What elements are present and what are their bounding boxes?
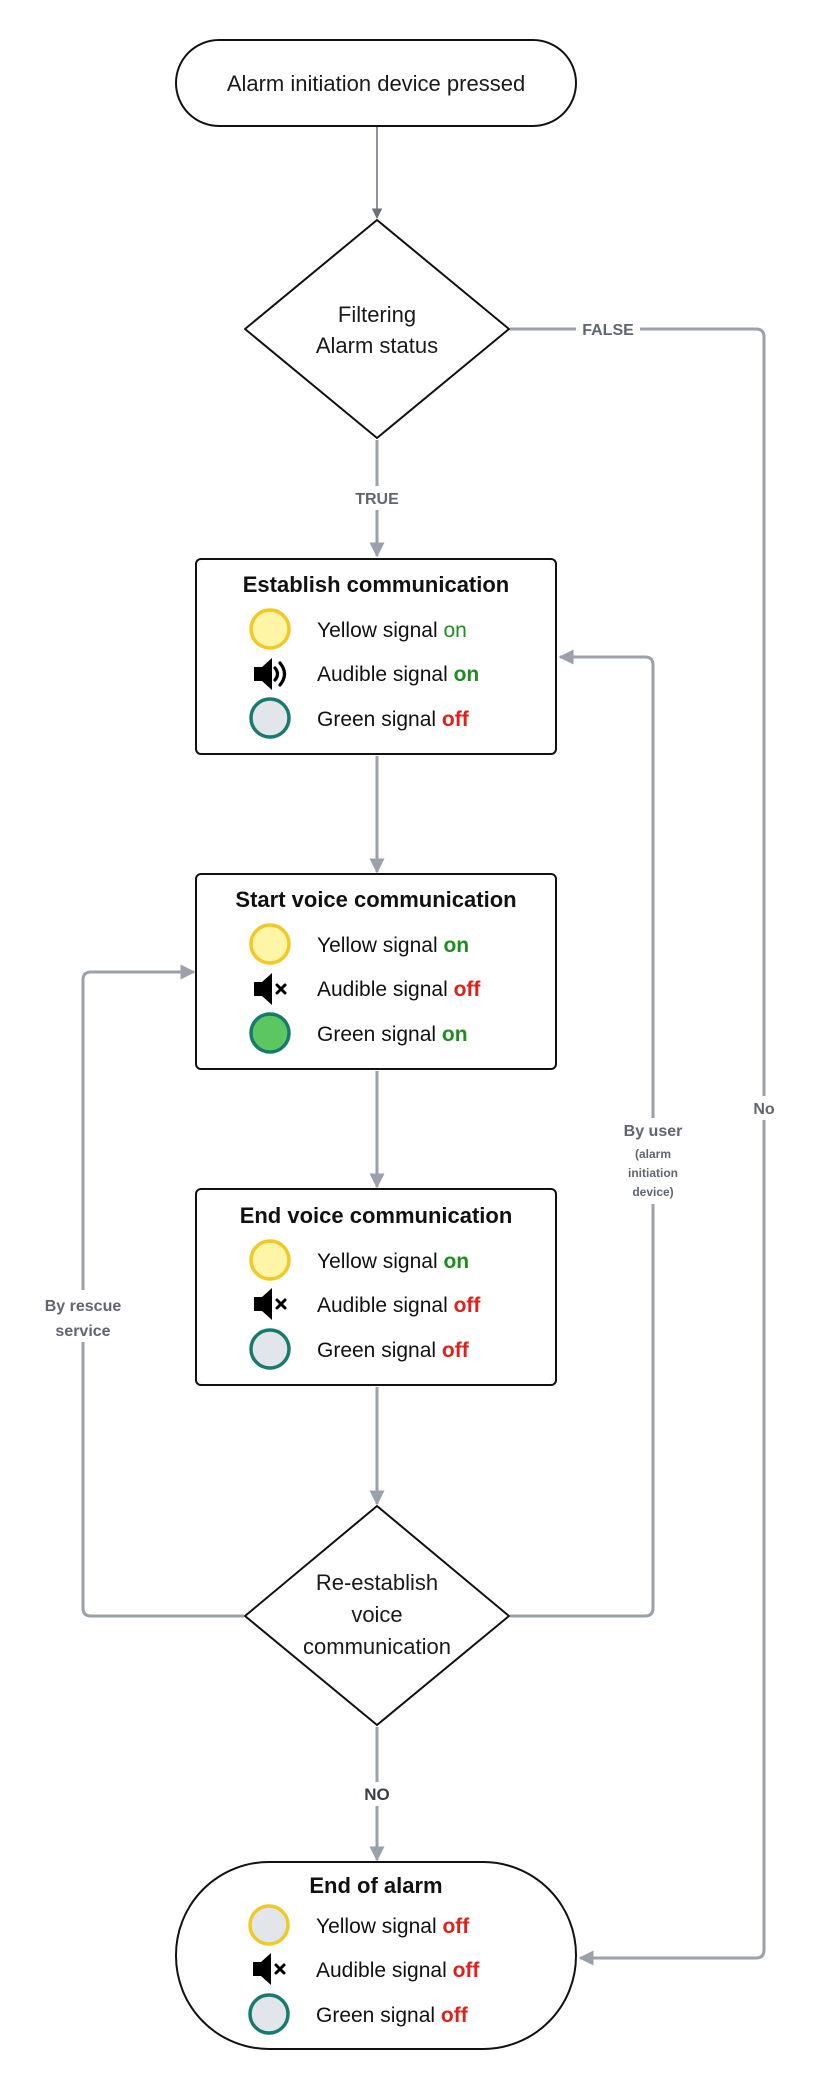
yellow-signal-state: off — [442, 1915, 470, 1938]
green-signal-state: off — [442, 708, 470, 731]
yellow-light-off-icon — [248, 1904, 290, 1946]
reestablish-label-line1: Re-establish — [316, 1570, 438, 1595]
yellow-signal-state: on — [443, 1250, 469, 1273]
green-signal-label: Green signal — [317, 1339, 436, 1362]
by-rescue-label: By rescue — [45, 1298, 122, 1315]
svg-text:Audible signal on: Audible signal on — [317, 663, 479, 686]
false-label: FALSE — [582, 322, 634, 339]
svg-text:Green signal off: Green signal off — [317, 1339, 470, 1362]
yellow-light-icon — [249, 923, 291, 965]
filter-decision-node: Filtering Alarm status — [244, 219, 510, 439]
start-node-label: Alarm initiation device pressed — [227, 71, 525, 96]
reestablish-label-line2: voice — [351, 1602, 402, 1627]
yellow-light-icon — [249, 1239, 291, 1281]
green-light-off-icon — [249, 697, 291, 739]
green-signal-state: on — [442, 1023, 468, 1046]
filter-label-line2: Alarm status — [316, 333, 438, 358]
start-voice-communication-node: Start voice communication Yellow signal … — [195, 873, 557, 1070]
speaker-muted-icon — [254, 1288, 287, 1320]
speaker-muted-icon — [254, 973, 287, 1005]
svg-text:Audible signal off: Audible signal off — [316, 1959, 480, 1982]
yellow-signal-label: Yellow signal — [317, 619, 438, 642]
end-voice-communication-node: End voice communication Yellow signal on… — [195, 1188, 557, 1386]
by-user-sublabel-2: initiation — [628, 1166, 678, 1180]
yellow-signal-label: Yellow signal — [316, 1915, 437, 1938]
audible-signal-state: on — [454, 663, 480, 686]
svg-text:Green signal off: Green signal off — [317, 708, 470, 731]
edge-filter-false — [510, 327, 766, 1966]
audible-signal-label: Audible signal — [317, 978, 448, 1001]
green-light-off-icon — [248, 1993, 290, 2035]
svg-text:Yellow signal off: Yellow signal off — [316, 1915, 470, 1938]
yellow-signal-label: Yellow signal — [317, 1250, 438, 1273]
establish-title: Establish communication — [243, 572, 510, 597]
no-side-label: No — [753, 1101, 775, 1118]
end-of-alarm-node: End of alarm Yellow signal off Audible s… — [175, 1861, 577, 2050]
audible-signal-state: off — [453, 1959, 481, 1982]
filter-label-line1: Filtering — [338, 302, 416, 327]
svg-text:Yellow signal on: Yellow signal on — [317, 934, 469, 957]
svg-text:Audible signal off: Audible signal off — [317, 1294, 481, 1317]
by-user-sublabel-3: device) — [632, 1185, 673, 1199]
audible-signal-label: Audible signal — [316, 1959, 447, 1982]
yellow-signal-state: on — [443, 934, 469, 957]
yellow-signal-state: on — [443, 619, 466, 642]
by-user-label: By user — [624, 1123, 683, 1140]
yellow-signal-label: Yellow signal — [317, 934, 438, 957]
audible-signal-label: Audible signal — [317, 1294, 448, 1317]
green-signal-label: Green signal — [317, 708, 436, 731]
svg-text:Yellow signal on: Yellow signal on — [317, 619, 467, 642]
audible-signal-state: off — [454, 1294, 482, 1317]
end-voice-title: End voice communication — [240, 1203, 513, 1228]
svg-text:Audible signal off: Audible signal off — [317, 978, 481, 1001]
yellow-light-icon — [249, 608, 291, 650]
start-voice-title: Start voice communication — [235, 887, 516, 912]
green-signal-label: Green signal — [316, 2004, 435, 2027]
no-label: NO — [364, 1785, 390, 1804]
green-signal-label: Green signal — [317, 1023, 436, 1046]
end-alarm-title: End of alarm — [309, 1873, 442, 1898]
by-rescue-sublabel: service — [55, 1323, 110, 1340]
reestablish-decision-node: Re-establish voice communication — [244, 1505, 510, 1726]
green-light-on-icon — [249, 1012, 291, 1054]
speaker-muted-icon — [253, 1953, 286, 1985]
audible-signal-state: off — [454, 978, 482, 1001]
green-signal-state: off — [441, 2004, 469, 2027]
svg-text:Green signal off: Green signal off — [316, 2004, 469, 2027]
green-light-off-icon — [249, 1328, 291, 1370]
true-label: TRUE — [355, 491, 399, 508]
start-node: Alarm initiation device pressed — [175, 39, 577, 127]
reestablish-label-line3: communication — [303, 1634, 451, 1659]
edge-labels: FALSE TRUE No NO By user (alarm initiati… — [28, 318, 778, 1806]
svg-text:Green signal on: Green signal on — [317, 1023, 468, 1046]
speaker-on-icon — [254, 658, 287, 690]
establish-communication-node: Establish communication Yellow signal on… — [195, 558, 557, 755]
audible-signal-label: Audible signal — [317, 663, 448, 686]
by-user-sublabel-1: (alarm — [635, 1147, 671, 1161]
svg-text:Yellow signal on: Yellow signal on — [317, 1250, 469, 1273]
green-signal-state: off — [442, 1339, 470, 1362]
